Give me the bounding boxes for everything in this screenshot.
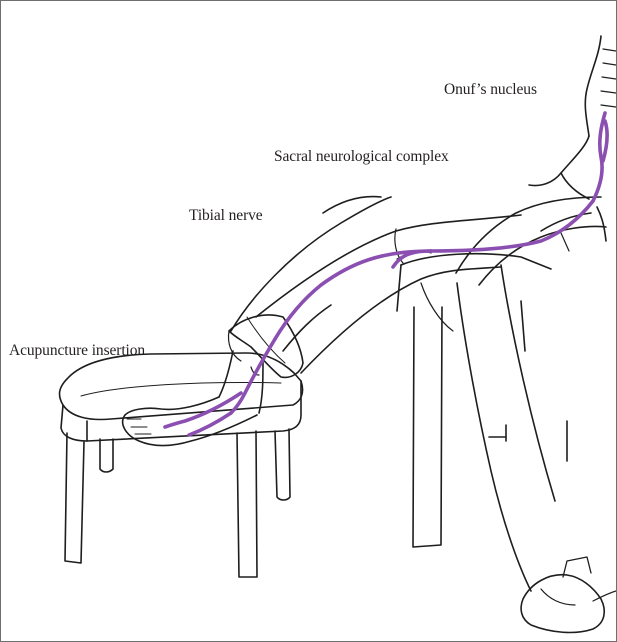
label-sacral-neurological-complex: Sacral neurological complex — [274, 148, 449, 166]
label-acupuncture-insertion: Acupuncture insertion — [9, 342, 145, 360]
label-onufs-nucleus: Onuf’s nucleus — [444, 81, 537, 99]
label-tibial-nerve: Tibial nerve — [189, 207, 263, 225]
chair — [397, 254, 567, 547]
stool — [60, 353, 303, 577]
figure — [123, 36, 616, 632]
